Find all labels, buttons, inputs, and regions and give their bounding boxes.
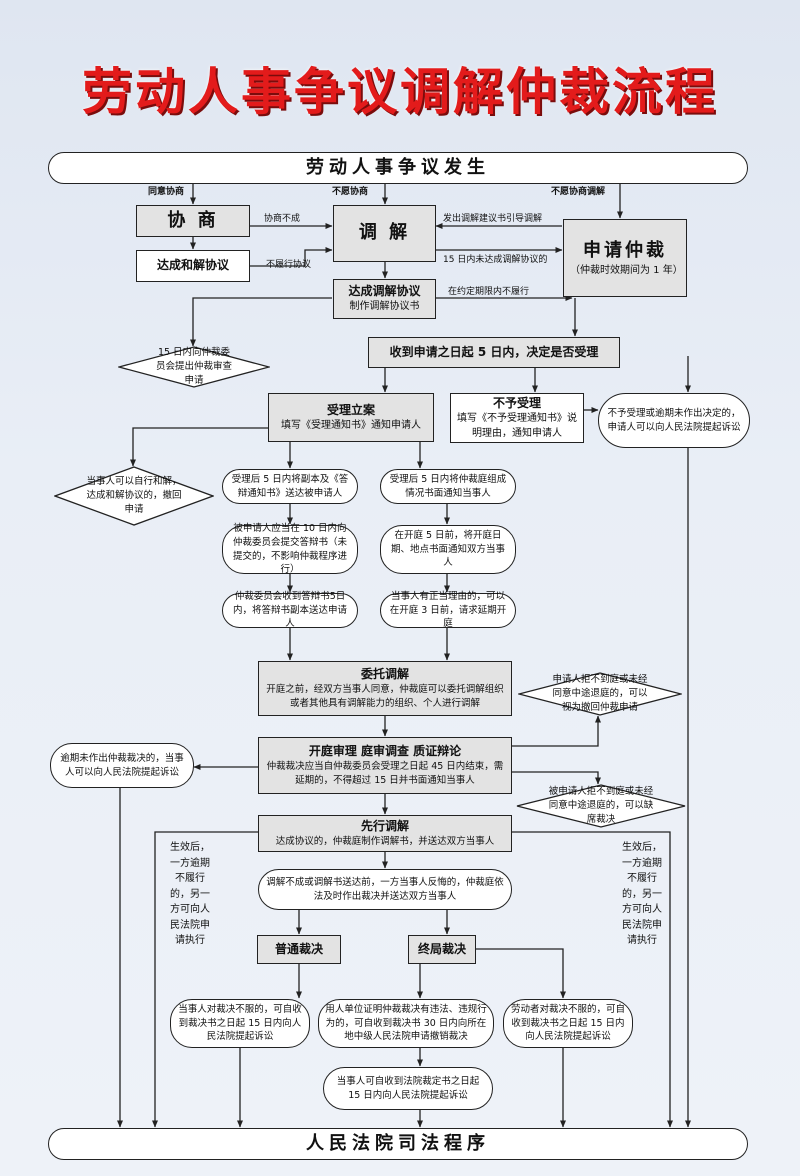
dispute-occur-label: 劳动人事争议发生 <box>306 156 490 178</box>
hearing-node: 开庭审理 庭审调查 质证辩论 仲裁裁决应当自仲裁委员会受理之日起 45 日内结束… <box>258 737 512 794</box>
mediation-agreement-node: 达成调解协议 制作调解协议书 <box>333 279 436 319</box>
label-agree-negotiate: 同意协商 <box>148 187 185 197</box>
diamond-self-reconcile-label: 当事人可以自行和解，达成和解协议的，撤回申请 <box>86 475 182 516</box>
appeal-normal-node: 当事人对裁决不服的，可自收到裁决书之日起 15 日内向人民法院提起诉讼 <box>170 999 310 1048</box>
reject-right-label: 不予受理或逾期未作出决定的，申请人可以向人民法院提起诉讼 <box>607 407 741 433</box>
normal-ruling-label: 普通裁决 <box>274 941 323 956</box>
side-note-left: 生效后，一方逾期不履行的，另一方可向人民法院申请执行 <box>170 842 210 946</box>
mediate-label: 调 解 <box>358 222 411 244</box>
decide-accept-label: 收到申请之日起 5 日内，决定是否受理 <box>389 344 599 359</box>
decide-accept-node: 收到申请之日起 5 日内，决定是否受理 <box>368 337 620 368</box>
reconcile-agreement-node: 达成和解协议 <box>136 250 250 282</box>
reject-right-node: 不予受理或逾期未作出决定的，申请人可以向人民法院提起诉讼 <box>598 393 750 448</box>
diamond-review-application: 15 日内向仲裁委员会提出仲裁审查申请 <box>118 346 270 388</box>
hearing-sub: 仲裁裁决应当自仲裁委员会受理之日起 45 日内结束，需延期的，不得超过 15 日… <box>266 761 504 787</box>
accept-case-node: 受理立案 填写《受理通知书》通知申请人 <box>268 393 434 442</box>
final-ruling-node: 终局裁决 <box>408 935 476 964</box>
court-ruling-appeal-node: 当事人可自收到法院裁定书之日起 15 日内向人民法院提起诉讼 <box>323 1067 493 1110</box>
right-step-3-label: 当事人有正当理由的，可以在开庭 3 日前，请求延期开庭 <box>389 590 507 630</box>
apply-arbitration-title: 申请仲裁 <box>583 239 667 261</box>
reject-case-title: 不予受理 <box>492 395 541 410</box>
first-mediation-title: 先行调解 <box>360 818 409 833</box>
mediate-node: 调 解 <box>333 205 436 262</box>
left-step-1: 受理后 5 日内将副本及《答辩通知书》送达被申请人 <box>222 469 358 504</box>
mediation-fail-label: 调解不成或调解书送达前，一方当事人反悔的，仲裁庭依法及时作出裁决并送达双方当事人 <box>266 876 504 902</box>
mediation-agreement-title: 达成调解协议 <box>348 284 421 299</box>
hearing-title: 开庭审理 庭审调查 质证辩论 <box>308 744 462 759</box>
label-issue-mediation: 发出调解建议书引导调解 <box>443 214 543 224</box>
diamond-respondent-absent-label: 被申请人拒不到庭或未经同意中途退庭的，可以缺席裁决 <box>548 785 654 826</box>
diamond-review-application-label: 15 日内向仲裁委员会提出仲裁审查申请 <box>155 346 232 387</box>
court-ruling-appeal-label: 当事人可自收到法院裁定书之日起 15 日内向人民法院提起诉讼 <box>336 1075 480 1101</box>
dispute-occur-node: 劳动人事争议发生 <box>48 152 748 184</box>
negotiate-node: 协 商 <box>136 205 250 237</box>
left-step-2-label: 被申请人应当在 10 日内向仲裁委员会提交答辩书（未提交的，不影响仲裁程序进行） <box>232 522 347 576</box>
worker-appeal-label: 劳动者对裁决不服的，可自收到裁决书之日起 15 日内向人民法院提起诉讼 <box>510 1003 625 1043</box>
entrust-mediation-title: 委托调解 <box>360 667 409 682</box>
first-mediation-sub: 达成协议的，仲裁庭制作调解书，并送达双方当事人 <box>275 836 495 848</box>
right-step-3: 当事人有正当理由的，可以在开庭 3 日前，请求延期开庭 <box>380 590 516 630</box>
page-title: 劳动人事争议调解仲裁流程 <box>82 63 718 121</box>
overdue-node: 逾期未作出仲裁裁决的，当事人可以向人民法院提起诉讼 <box>50 743 194 788</box>
accept-case-title: 受理立案 <box>326 402 375 417</box>
right-step-2-label: 在开庭 5 日前，将开庭日期、地点书面通知双方当事人 <box>390 529 505 569</box>
right-step-2: 在开庭 5 日前，将开庭日期、地点书面通知双方当事人 <box>380 525 516 574</box>
label-not-perform-period: 在约定期限内不履行 <box>448 287 530 297</box>
label-negotiate-fail: 协商不成 <box>264 214 301 224</box>
reconcile-agreement-label: 达成和解协议 <box>156 258 229 273</box>
overdue-label: 逾期未作出仲裁裁决的，当事人可以向人民法院提起诉讼 <box>60 752 184 778</box>
side-note-right: 生效后，一方逾期不履行的，另一方可向人民法院申请执行 <box>622 842 662 946</box>
diamond-applicant-absent: 申请人拒不到庭或未经同意中途退庭的，可以视为撤回仲裁申请 <box>518 672 682 716</box>
left-step-1-label: 受理后 5 日内将副本及《答辩通知书》送达被申请人 <box>231 473 349 499</box>
mediation-fail-node: 调解不成或调解书送达前，一方当事人反悔的，仲裁庭依法及时作出裁决并送达双方当事人 <box>258 869 512 910</box>
label-no-negotiate: 不愿协商 <box>332 187 369 197</box>
reject-case-sub: 填写《不予受理通知书》说明理由，通知申请人 <box>457 413 577 439</box>
label-no-agreement-15: 15 日内未达成调解协议的 <box>443 255 548 265</box>
reject-case-node: 不予受理 填写《不予受理通知书》说明理由，通知申请人 <box>450 393 584 443</box>
diamond-self-reconcile: 当事人可以自行和解，达成和解协议的，撤回申请 <box>54 466 214 526</box>
left-step-3: 仲裁委员会收到答辩书5日内，将答辩书副本送达申请人 <box>222 590 358 630</box>
label-no-mediate: 不愿协商调解 <box>551 187 606 197</box>
normal-ruling-node: 普通裁决 <box>257 935 341 964</box>
worker-appeal-node: 劳动者对裁决不服的，可自收到裁决书之日起 15 日内向人民法院提起诉讼 <box>503 999 633 1048</box>
left-step-2: 被申请人应当在 10 日内向仲裁委员会提交答辩书（未提交的，不影响仲裁程序进行） <box>222 522 358 576</box>
diamond-applicant-absent-label: 申请人拒不到庭或未经同意中途退庭的，可以视为撤回仲裁申请 <box>552 673 648 714</box>
negotiate-label: 协 商 <box>167 209 219 231</box>
mediation-agreement-sub: 制作调解协议书 <box>349 301 420 313</box>
employer-revoke-node: 用人单位证明仲裁裁决有违法、违规行为的，可自收到裁决书 30 日内向所在地中级人… <box>318 999 494 1048</box>
entrust-mediation-node: 委托调解 开庭之前，经双方当事人同意，仲裁庭可以委托调解组织或者其他具有调解能力… <box>258 661 512 716</box>
appeal-normal-label: 当事人对裁决不服的，可自收到裁决书之日起 15 日内向人民法院提起诉讼 <box>178 1003 302 1043</box>
right-step-1-label: 受理后 5 日内将仲裁庭组成情况书面通知当事人 <box>389 473 507 499</box>
accept-case-sub: 填写《受理通知书》通知申请人 <box>281 419 421 431</box>
employer-revoke-label: 用人单位证明仲裁裁决有违法、违规行为的，可自收到裁决书 30 日内向所在地中级人… <box>325 1003 487 1043</box>
diamond-respondent-absent: 被申请人拒不到庭或未经同意中途退庭的，可以缺席裁决 <box>516 784 686 828</box>
left-step-3-label: 仲裁委员会收到答辩书5日内，将答辩书副本送达申请人 <box>232 590 347 630</box>
court-procedure-node: 人民法院司法程序 <box>48 1128 748 1160</box>
final-ruling-label: 终局裁决 <box>417 941 466 956</box>
first-mediation-node: 先行调解 达成协议的，仲裁庭制作调解书，并送达双方当事人 <box>258 815 512 852</box>
apply-arbitration-sub: （仲裁时效期间为 1 年） <box>570 264 683 276</box>
court-procedure-label: 人民法院司法程序 <box>306 1132 490 1154</box>
entrust-mediation-sub: 开庭之前，经双方当事人同意，仲裁庭可以委托调解组织或者其他具有调解能力的组织、个… <box>266 684 504 710</box>
right-step-1: 受理后 5 日内将仲裁庭组成情况书面通知当事人 <box>380 469 516 504</box>
label-not-perform: 不履行协议 <box>266 260 312 270</box>
apply-arbitration-node: 申请仲裁 （仲裁时效期间为 1 年） <box>563 219 687 297</box>
